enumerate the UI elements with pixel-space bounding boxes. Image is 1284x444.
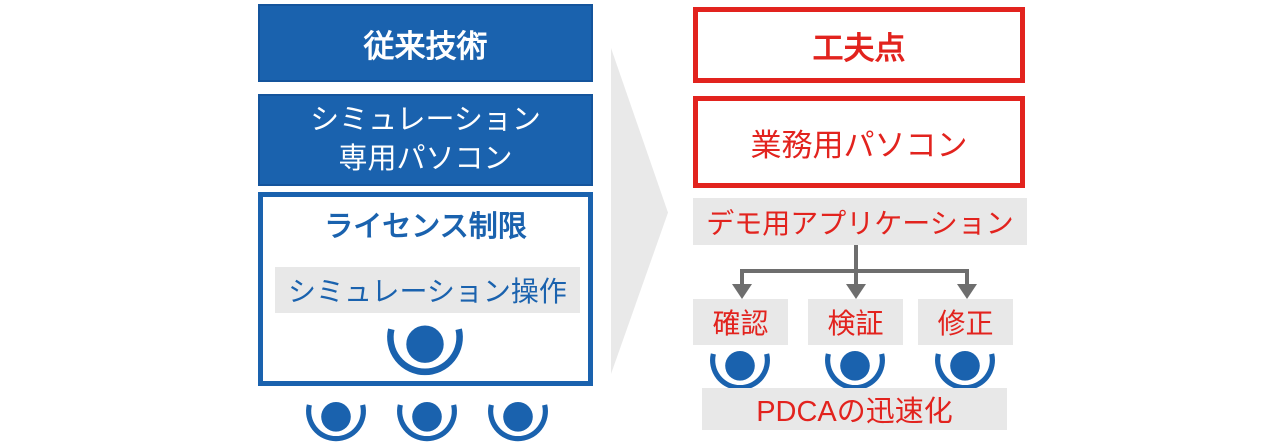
arrow-down-icon (732, 284, 752, 299)
person-body-arc (397, 404, 457, 442)
person-head (840, 350, 870, 381)
person-icon (710, 350, 770, 391)
license-limit-title: ライセンス制限 (324, 211, 527, 243)
person-head (725, 350, 755, 381)
person-head (321, 401, 351, 432)
person-icon (825, 350, 885, 391)
improvement-points-header: 工夫点 (693, 7, 1025, 83)
step-box-confirm: 確認 (693, 299, 788, 345)
person-head (406, 325, 444, 363)
connector-vertical-right (965, 269, 969, 285)
person-icon (397, 401, 457, 442)
person-icon (306, 401, 366, 442)
simulation-pc-box: シミュレーション 専用パソコン (258, 94, 593, 186)
arrow-down-icon (846, 284, 866, 299)
transition-arrow-icon (611, 48, 668, 374)
connector-vertical-center (854, 245, 858, 285)
person-body-arc (387, 328, 463, 376)
connector-vertical-left (740, 269, 744, 285)
person-head (503, 401, 533, 432)
connector-horizontal (740, 269, 969, 273)
step-box-verify: 検証 (808, 299, 903, 345)
step-box-fix: 修正 (918, 299, 1013, 345)
person-head (412, 401, 442, 432)
business-pc-box: 業務用パソコン (693, 96, 1025, 188)
pdca-acceleration-box: PDCAの迅速化 (702, 388, 1007, 430)
person-body-arc (710, 353, 770, 391)
person-icon (488, 401, 548, 442)
person-body-arc (825, 353, 885, 391)
person-head (950, 350, 980, 381)
conventional-technology-header: 従来技術 (258, 4, 593, 82)
simulation-operation-box: シミュレーション操作 (275, 267, 580, 313)
simulation-pc-label: シミュレーション 専用パソコン (310, 104, 541, 175)
demo-application-box: デモ用アプリケーション (693, 198, 1027, 245)
arrow-down-icon (957, 284, 977, 299)
person-body-arc (935, 353, 995, 391)
person-icon (935, 350, 995, 391)
person-body-arc (306, 404, 366, 442)
person-icon (387, 325, 463, 376)
person-body-arc (488, 404, 548, 442)
